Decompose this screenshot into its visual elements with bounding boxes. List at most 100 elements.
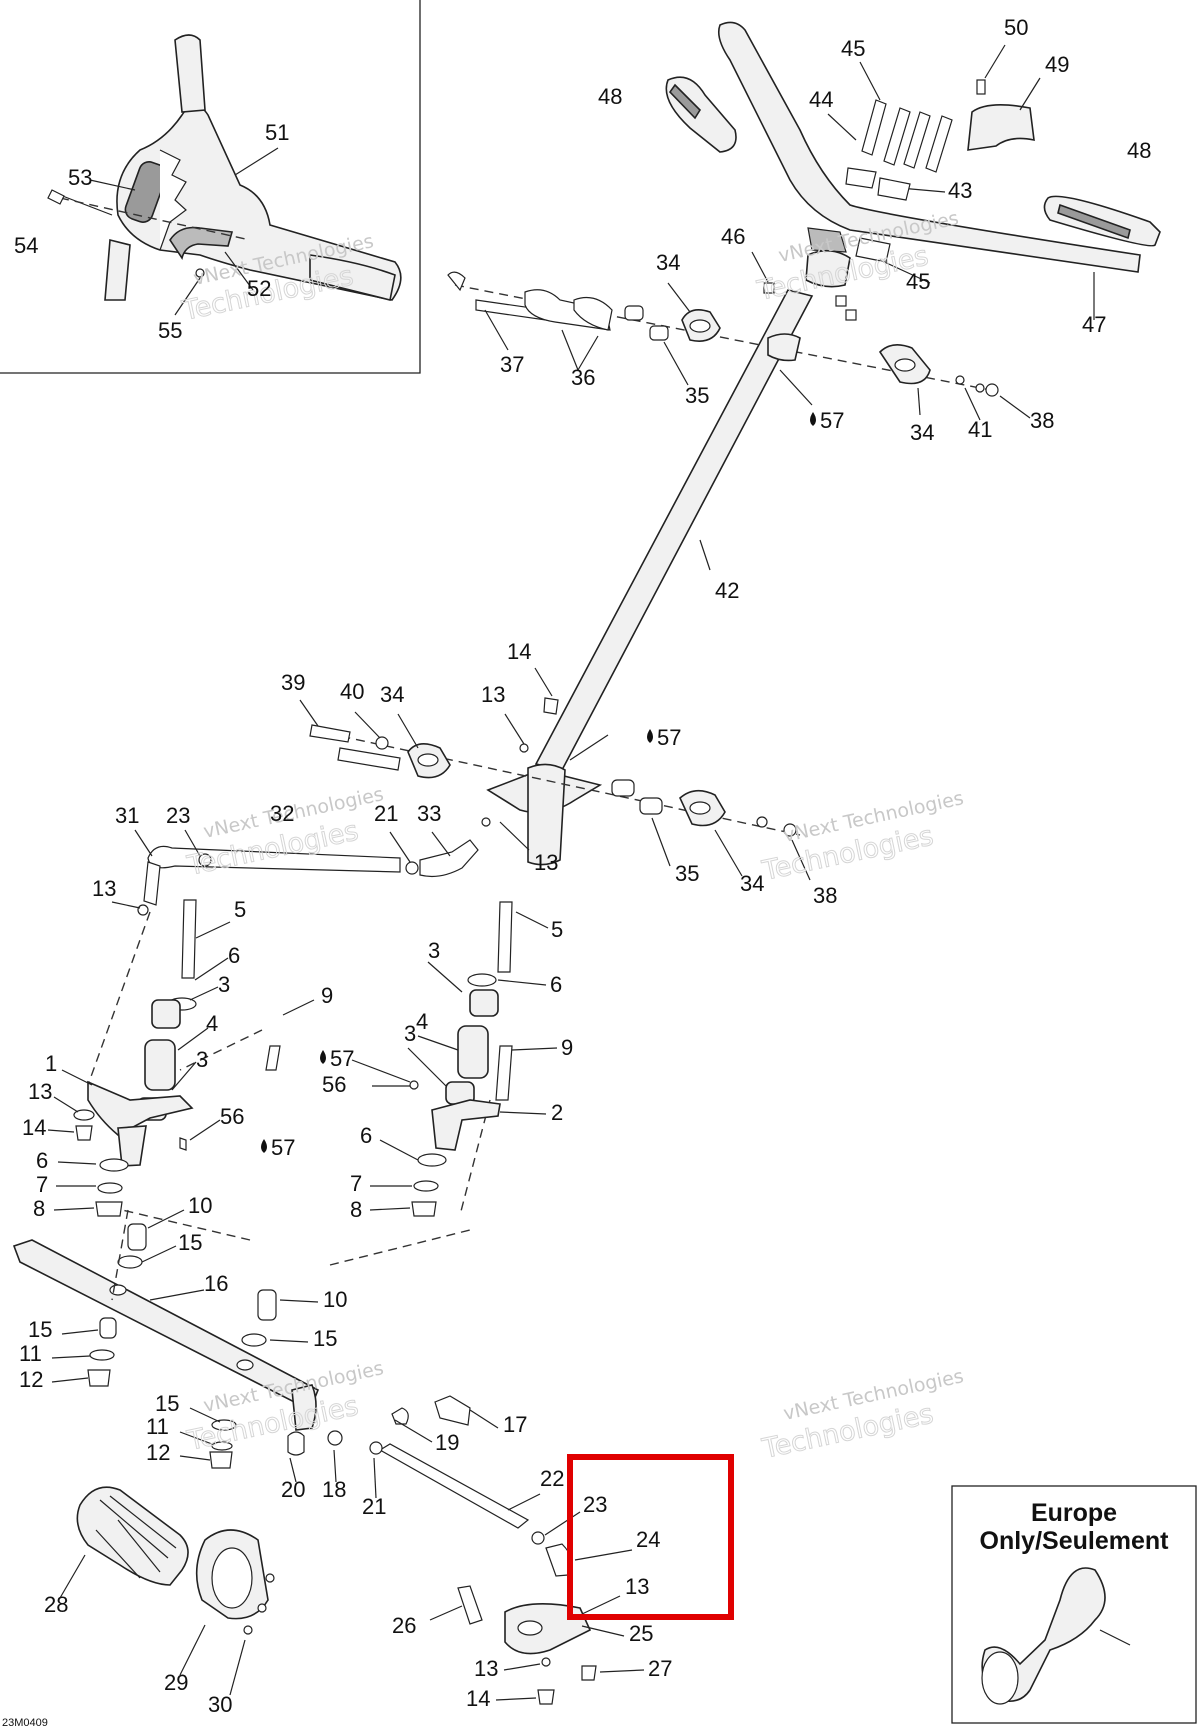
pad-insert-53 bbox=[124, 161, 168, 223]
callout-c14c: 14 bbox=[466, 1686, 490, 1711]
callout-c11a: 11 bbox=[19, 1341, 42, 1366]
callout-c6a: 6 bbox=[228, 943, 240, 968]
callout-c25: 25 bbox=[629, 1621, 653, 1646]
grease-drop-icon bbox=[261, 1139, 267, 1153]
callout-c23a: 23 bbox=[166, 803, 190, 828]
callout-c48b: 48 bbox=[1127, 138, 1151, 163]
lower-linkage bbox=[299, 667, 811, 881]
callout-c34c: 34 bbox=[380, 682, 404, 707]
tie-rod-lower bbox=[289, 1395, 633, 1616]
callout-c47: 47 bbox=[1082, 312, 1106, 337]
callout-labels: 5153545255484550494448434634454737363557… bbox=[14, 15, 1151, 1717]
callout-c4b: 4 bbox=[416, 1009, 428, 1034]
callout-c44: 44 bbox=[809, 87, 833, 112]
callout-c17: 17 bbox=[503, 1412, 527, 1437]
callout-c57d: 57 bbox=[330, 1046, 354, 1071]
handlebar-pad-51 bbox=[116, 104, 402, 301]
callout-c18: 18 bbox=[322, 1477, 346, 1502]
callout-c13c: 13 bbox=[92, 876, 116, 901]
cover-49 bbox=[967, 104, 1035, 151]
callout-c52: 52 bbox=[247, 276, 271, 301]
callout-c51: 51 bbox=[265, 120, 289, 145]
lower-bracket bbox=[429, 1585, 645, 1705]
callout-c13f: 13 bbox=[474, 1656, 498, 1681]
callout-c26: 26 bbox=[392, 1613, 416, 1638]
callout-c38a: 38 bbox=[1030, 408, 1054, 433]
inset-panel bbox=[0, 0, 421, 374]
callout-c22: 22 bbox=[540, 1466, 564, 1491]
callout-c10b: 10 bbox=[323, 1287, 347, 1312]
callout-c12a: 12 bbox=[19, 1367, 43, 1392]
callout-c13a: 13 bbox=[481, 682, 505, 707]
callout-c33: 33 bbox=[417, 801, 441, 826]
callout-c3c: 3 bbox=[428, 938, 440, 963]
callout-c15b: 15 bbox=[28, 1317, 52, 1342]
callout-c3a: 3 bbox=[218, 972, 230, 997]
callout-c31: 31 bbox=[115, 803, 139, 828]
callout-c57c: 57 bbox=[271, 1135, 295, 1160]
callout-c5b: 5 bbox=[551, 917, 563, 942]
callout-c6c: 6 bbox=[550, 972, 562, 997]
callout-c7b: 7 bbox=[350, 1171, 362, 1196]
handlebar-assembly bbox=[447, 21, 1161, 421]
callout-c10a: 10 bbox=[188, 1193, 212, 1218]
callout-c21b: 21 bbox=[362, 1494, 386, 1519]
callout-c21a: 21 bbox=[374, 801, 398, 826]
watermarks: vNext Technologies Technologies vNext Te… bbox=[179, 207, 966, 1465]
callout-c56a: 56 bbox=[220, 1104, 244, 1129]
callout-c56b: 56 bbox=[322, 1072, 346, 1097]
callout-c35b: 35 bbox=[675, 861, 699, 886]
callout-c30: 30 bbox=[208, 1692, 232, 1717]
callout-c37: 37 bbox=[500, 352, 524, 377]
callout-c3b: 3 bbox=[196, 1047, 208, 1072]
steering-column-42 bbox=[486, 249, 851, 866]
callout-c35a: 35 bbox=[685, 383, 709, 408]
callout-c45a: 45 bbox=[841, 36, 865, 61]
callout-c1: 1 bbox=[45, 1051, 57, 1076]
callout-c2: 2 bbox=[551, 1100, 563, 1125]
callout-c28: 28 bbox=[44, 1592, 68, 1617]
callout-c14b: 14 bbox=[22, 1115, 46, 1140]
europe-title-line2: Only/Seulement bbox=[980, 1527, 1170, 1555]
callout-c54: 54 bbox=[14, 233, 38, 258]
steering-arm-16 bbox=[12, 1209, 320, 1469]
callout-c9b: 9 bbox=[561, 1035, 573, 1060]
callout-c6b: 6 bbox=[36, 1148, 48, 1173]
callout-c34b: 34 bbox=[910, 420, 934, 445]
callout-c48a: 48 bbox=[598, 84, 622, 109]
grease-drop-icon bbox=[810, 412, 816, 426]
spindle-left bbox=[47, 899, 315, 1217]
callout-c57b: 57 bbox=[657, 725, 681, 750]
callout-c16: 16 bbox=[204, 1271, 228, 1296]
callout-c39: 39 bbox=[281, 670, 305, 695]
callout-c7a: 7 bbox=[36, 1172, 48, 1197]
callout-c12b: 12 bbox=[146, 1440, 170, 1465]
callout-c11b: 11 bbox=[146, 1414, 169, 1439]
callout-c4a: 4 bbox=[206, 1011, 218, 1036]
callout-c46: 46 bbox=[721, 224, 745, 249]
callout-c8b: 8 bbox=[350, 1197, 362, 1222]
diagram-code: 23M0409 bbox=[2, 1717, 48, 1729]
callout-c36: 36 bbox=[571, 365, 595, 390]
tie-rod-upper bbox=[111, 829, 479, 916]
callout-c15d: 15 bbox=[155, 1391, 179, 1416]
callout-c23b: 23 bbox=[583, 1492, 607, 1517]
callout-c6d: 6 bbox=[360, 1123, 372, 1148]
callout-c14a: 14 bbox=[507, 639, 531, 664]
callout-c43: 43 bbox=[948, 178, 972, 203]
callout-c15a: 15 bbox=[178, 1230, 202, 1255]
callout-c20: 20 bbox=[281, 1477, 305, 1502]
spindle-right bbox=[121, 901, 558, 1266]
callout-c19: 19 bbox=[435, 1430, 459, 1455]
callout-c34a: 34 bbox=[656, 250, 680, 275]
callout-c9a: 9 bbox=[321, 983, 333, 1008]
callout-c29: 29 bbox=[164, 1670, 188, 1695]
callout-c13b: 13 bbox=[534, 850, 558, 875]
callout-c13d: 13 bbox=[28, 1079, 52, 1104]
callout-c42: 42 bbox=[715, 578, 739, 603]
callout-c38b: 38 bbox=[813, 883, 837, 908]
callout-c40: 40 bbox=[340, 679, 364, 704]
callout-c24: 24 bbox=[636, 1527, 660, 1552]
callout-c8a: 8 bbox=[33, 1196, 45, 1221]
